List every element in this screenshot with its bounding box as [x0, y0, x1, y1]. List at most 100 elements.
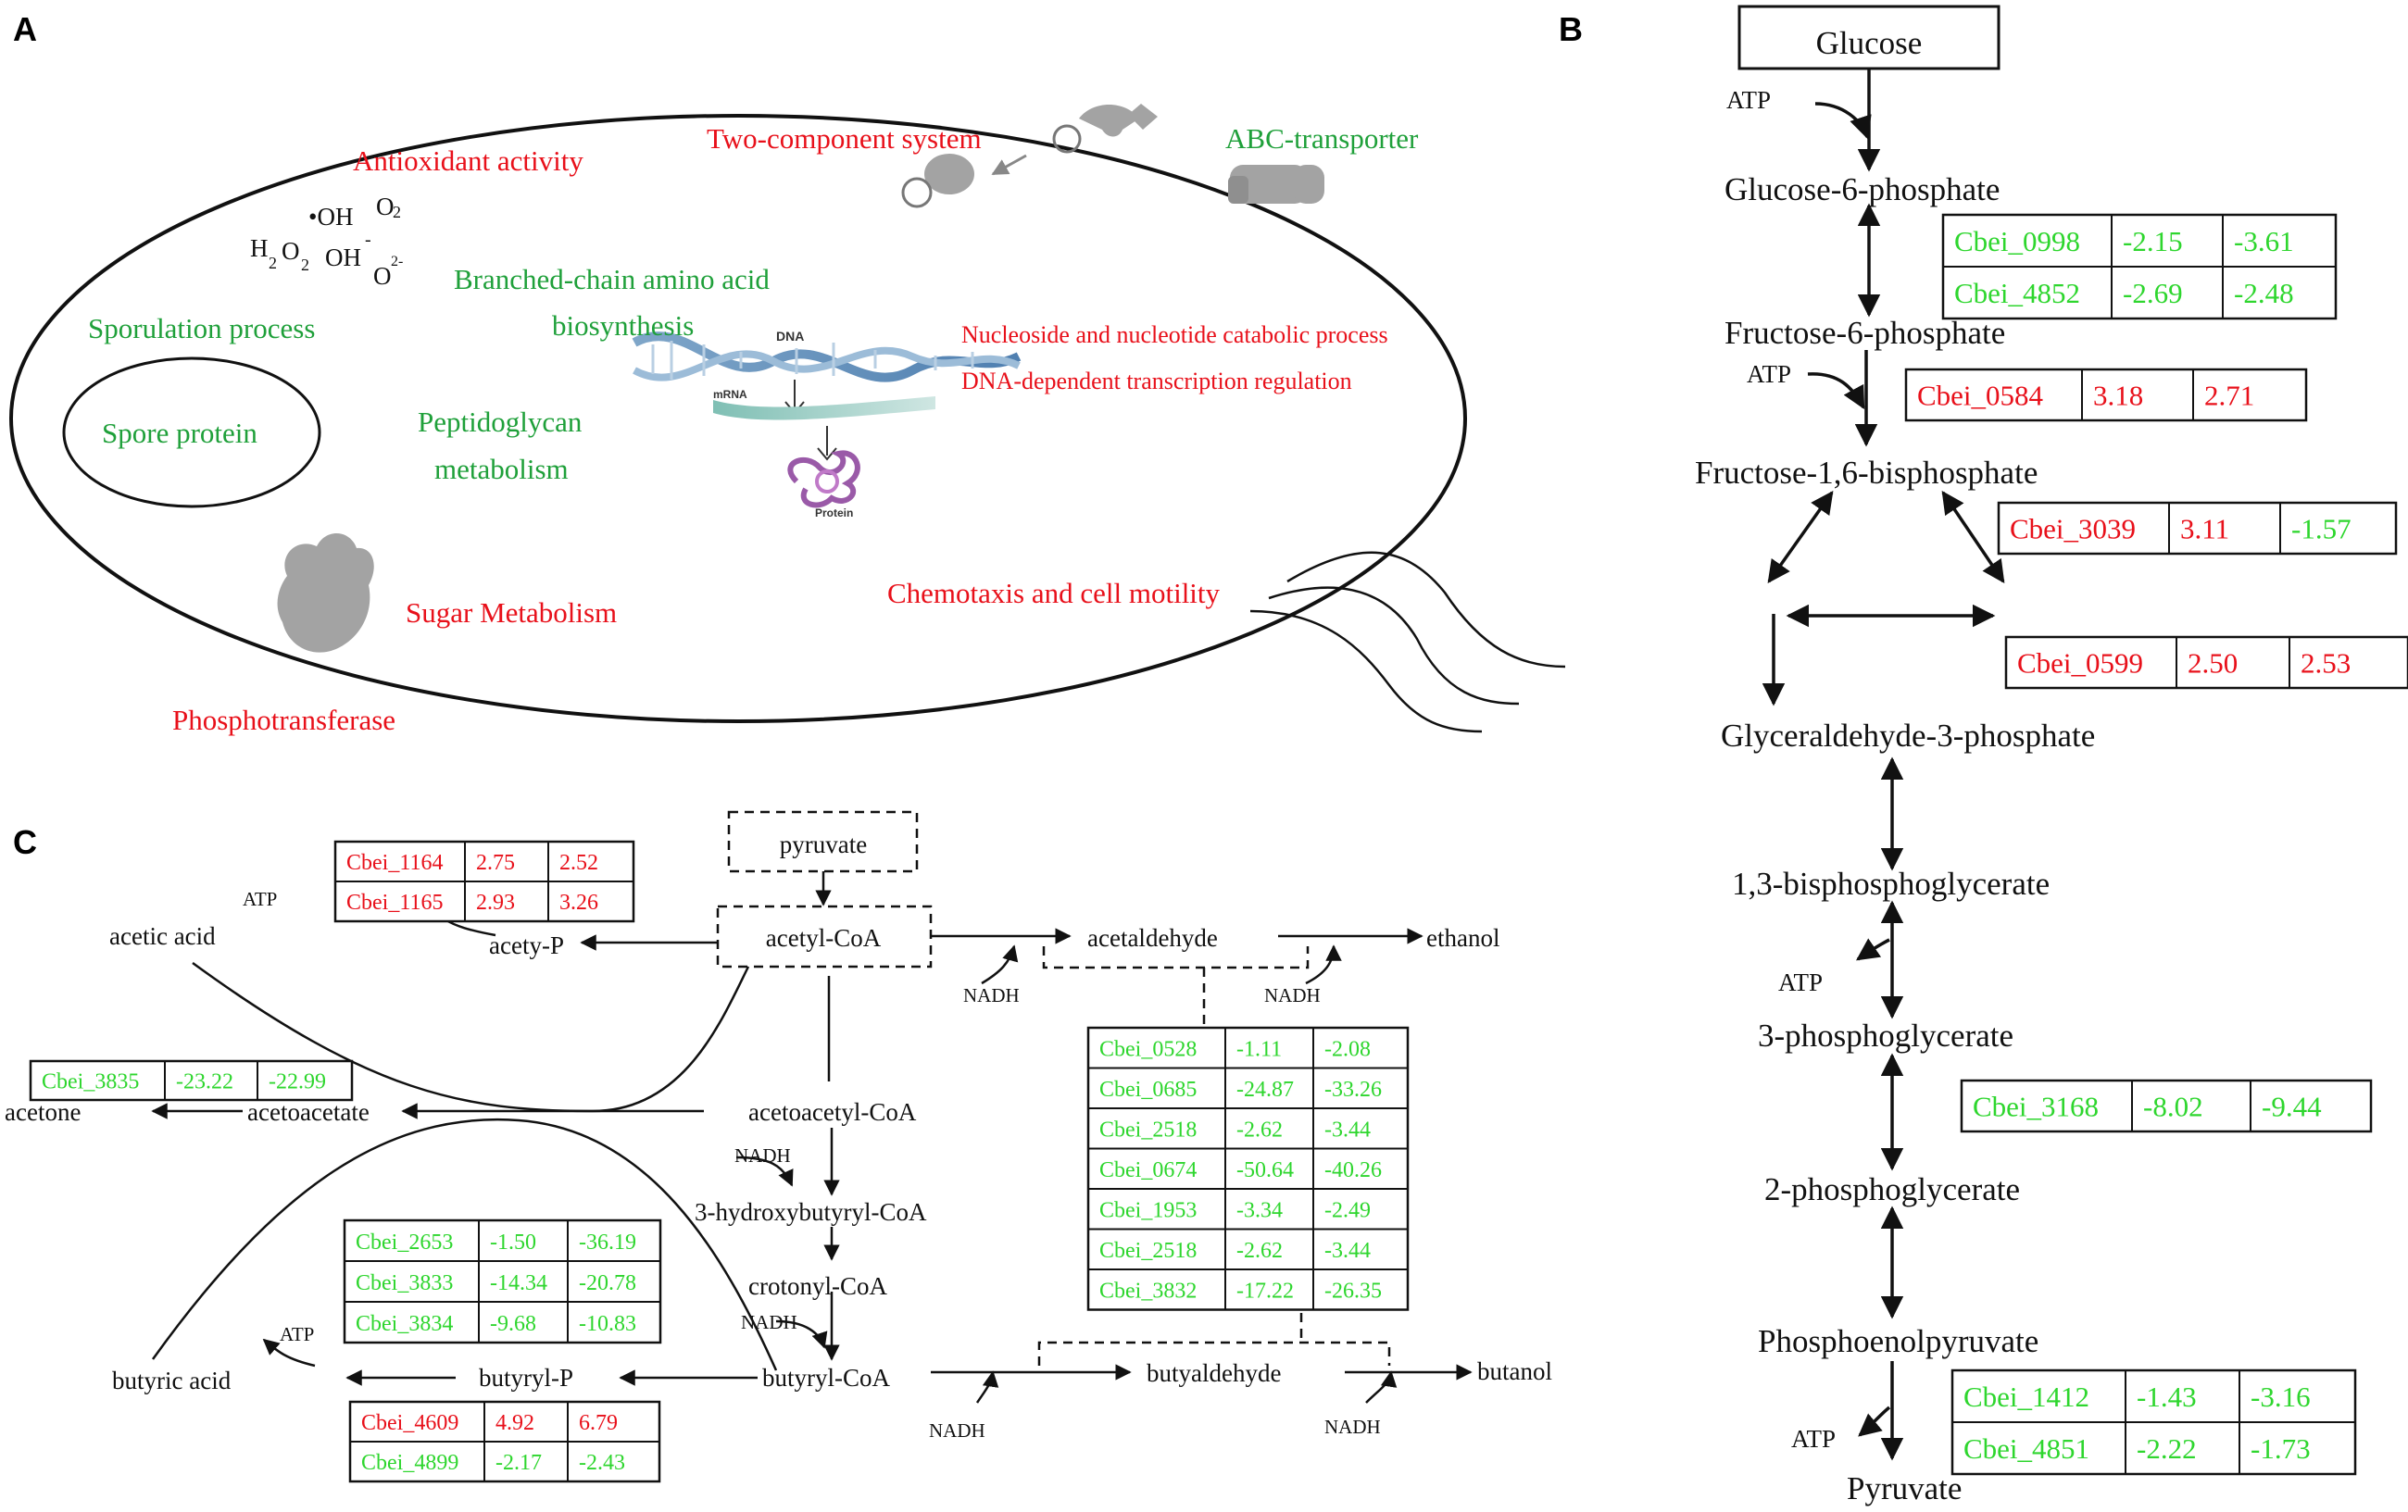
panel-b: Glucose ATP Glucose-6-phosphate Fructose… — [1695, 5, 2095, 1506]
table-outline — [1086, 1026, 1410, 1311]
table-cell-border — [1224, 1107, 1314, 1150]
fold-change-value: -9.68 — [490, 1312, 536, 1336]
cell-outline — [9, 114, 1467, 723]
fold-change-value: -2.17 — [495, 1451, 542, 1475]
butyric-acid-label: butyric acid — [112, 1367, 232, 1394]
table-butyrate-kinase-down: Cbei_2653-1.50-36.19Cbei_3833-14.34-20.7… — [343, 1218, 662, 1344]
fold-change-value: -1.50 — [490, 1231, 536, 1255]
bcaa-label-line1: Branched-chain amino acid — [454, 263, 770, 295]
oxygen-o: O — [376, 193, 395, 220]
table-outline — [348, 1400, 661, 1483]
g6p-label: Glucose-6-phosphate — [1724, 171, 2000, 207]
gene-id: Cbei_3832 — [1099, 1279, 1197, 1303]
table-cell-border — [2279, 502, 2397, 555]
fold-change-value: 6.79 — [579, 1411, 618, 1435]
table-cell-border — [483, 1401, 569, 1443]
acetone-label: acetone — [5, 1098, 81, 1126]
fold-change-value: -2.62 — [1236, 1239, 1283, 1263]
fold-change-value: -2.43 — [579, 1451, 625, 1475]
atp-label-acetate: ATP — [243, 888, 277, 910]
fold-change-value: -1.11 — [1236, 1037, 1282, 1061]
glucose-box — [1737, 5, 2000, 70]
h2o2-o: O — [282, 237, 300, 265]
pep-label: Phosphoenolpyruvate — [1758, 1323, 2038, 1359]
fold-change-value: 3.26 — [559, 891, 598, 915]
fold-change-value: -3.61 — [2234, 225, 2294, 257]
h2o2-sub1: 2 — [269, 254, 277, 272]
table-cell-border — [1961, 1080, 2133, 1132]
table-outline — [29, 1059, 354, 1102]
table-cell-border — [344, 1219, 480, 1262]
table-cell-border — [547, 881, 634, 922]
atp-label-butyrate: ATP — [280, 1323, 314, 1345]
nadh-label-5: NADH — [929, 1419, 985, 1442]
fold-change-value: -1.57 — [2291, 513, 2352, 545]
acetoacetyl-coa-label: acetoacetyl-CoA — [748, 1098, 917, 1126]
fold-change-value: -9.44 — [2262, 1091, 2322, 1123]
acetyl-coa-label: acetyl-CoA — [766, 924, 882, 952]
oxygen-sub: 2 — [393, 203, 401, 221]
table-cell-border — [1087, 1067, 1226, 1109]
table-outline — [1997, 501, 2398, 556]
table-cell-border — [464, 881, 549, 922]
fold-change-value: -33.26 — [1324, 1078, 1382, 1102]
atp-label-2: ATP — [1747, 360, 1791, 388]
fold-change-value: 3.11 — [2180, 513, 2229, 545]
fold-change-value: -2.08 — [1324, 1037, 1371, 1061]
acety-p-label: acety-P — [489, 931, 564, 959]
fold-change-value: -3.34 — [1236, 1198, 1283, 1222]
table-cell-border — [1312, 1188, 1409, 1231]
gene-id: Cbei_0674 — [1099, 1158, 1197, 1182]
ros-species: •OH O 2 H 2 O 2 OH - O 2- — [250, 193, 403, 290]
table-acetoacetate-decarboxylase: Cbei_3835-23.22-22.99 — [29, 1059, 354, 1102]
table-cell-border — [478, 1260, 569, 1303]
ethanol-label: ethanol — [1426, 924, 1499, 952]
fold-change-value: -3.16 — [2251, 1381, 2311, 1413]
fold-change-value: -3.44 — [1324, 1118, 1371, 1142]
nadh-label-2: NADH — [1264, 984, 1321, 1006]
sporulation-label: Sporulation process — [88, 312, 315, 344]
spore-outline — [62, 356, 321, 508]
table-cell-border — [2176, 636, 2290, 689]
table-cell-border — [2222, 214, 2337, 268]
protein-icon — [787, 450, 860, 508]
table-outline — [343, 1218, 662, 1344]
fold-change-value: -2.48 — [2234, 277, 2294, 309]
crotonyl-coa-label: crotonyl-CoA — [748, 1272, 887, 1300]
butyryl-p-label: butyryl-P — [479, 1364, 573, 1392]
table-cell-border — [464, 841, 549, 882]
fold-change-value: -23.22 — [176, 1069, 233, 1093]
table-cell-border — [1087, 1268, 1226, 1311]
pyruvate-label: Pyruvate — [1847, 1470, 1962, 1506]
atp-label-3: ATP — [1778, 968, 1823, 996]
gene-id: Cbei_4609 — [361, 1411, 458, 1435]
table-cell-border — [1087, 1188, 1226, 1231]
table-outline — [333, 840, 635, 923]
chemotaxis-label: Chemotaxis and cell motility — [887, 577, 1221, 609]
table-cell-border — [30, 1060, 166, 1101]
fold-change-value: -24.87 — [1236, 1078, 1294, 1102]
fold-change-value: 3.18 — [2093, 380, 2143, 412]
mrna-label: mRNA — [713, 388, 747, 401]
fold-change-value: -36.19 — [579, 1231, 636, 1255]
table-cell-border — [1951, 1421, 2126, 1475]
table-cell-border — [2111, 266, 2224, 319]
fold-change-value: -2.15 — [2123, 225, 2183, 257]
hydroxybutyryl-coa-label: 3-hydroxybutyryl-CoA — [695, 1198, 927, 1226]
fold-change-value: -8.02 — [2143, 1091, 2203, 1123]
panel-c: pyruvate acetyl-CoA acetaldehyde ethanol… — [5, 810, 1552, 1442]
gene-id: Cbei_0528 — [1099, 1037, 1197, 1061]
butyryl-coa-label: butyryl-CoA — [762, 1364, 890, 1392]
table-alcohol-dehydrogenase: Cbei_0528-1.11-2.08Cbei_0685-24.87-33.26… — [1086, 1026, 1410, 1311]
panel-label-c: C — [13, 823, 37, 861]
fold-change-value: -17.22 — [1236, 1279, 1294, 1303]
fold-change-value: -2.22 — [2137, 1432, 2197, 1465]
table-cell-border — [344, 1260, 480, 1303]
acetic-acid-label: acetic acid — [109, 922, 216, 950]
gene-id: Cbei_3834 — [356, 1312, 453, 1336]
f16bp-label: Fructose-1,6-bisphosphate — [1695, 455, 2038, 491]
table-cell-border — [1905, 369, 2083, 421]
